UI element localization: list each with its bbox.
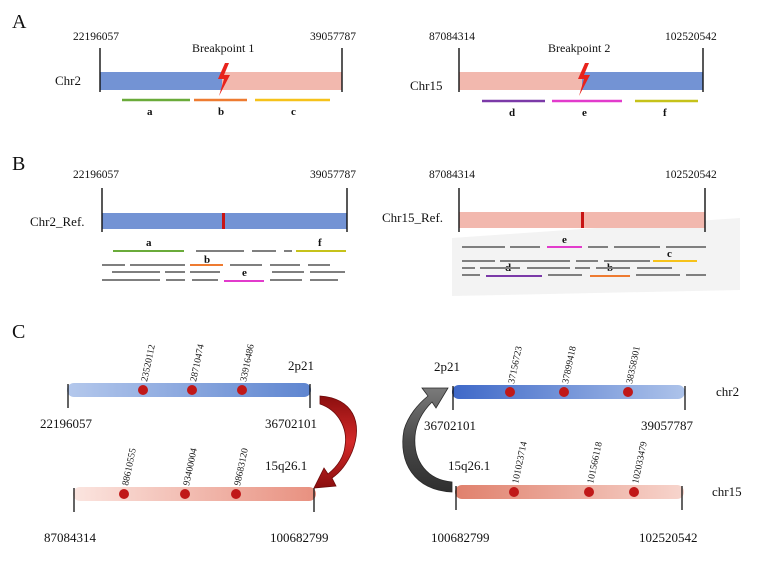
panel-label-a: A bbox=[12, 11, 27, 33]
chr15-ref-breakpoint-marker bbox=[581, 212, 584, 228]
lightning-bolt-icon bbox=[218, 63, 230, 96]
marker-position: 33916486 bbox=[239, 343, 257, 382]
marker-position: 37156723 bbox=[507, 345, 525, 384]
right-chr15-end: 102520542 bbox=[639, 530, 698, 545]
marker-dot bbox=[509, 487, 519, 497]
right-chr15-label: chr15 bbox=[712, 484, 742, 499]
read-f-label: f bbox=[318, 237, 322, 249]
right-chr15-start: 100682799 bbox=[431, 530, 490, 545]
left-chr15-start: 87084314 bbox=[44, 530, 97, 545]
read-e-label: e bbox=[562, 234, 567, 246]
chr2-pink-segment bbox=[222, 72, 342, 90]
read-b-label: b bbox=[204, 254, 210, 266]
chr15-end: 102520542 bbox=[665, 31, 717, 43]
chr15-pink-segment bbox=[459, 72, 582, 90]
segment-f-label: f bbox=[663, 107, 667, 119]
chr15-blue-segment bbox=[582, 72, 703, 90]
chr2-label: Chr2 bbox=[55, 73, 81, 88]
marker-position: 102033479 bbox=[631, 440, 650, 484]
marker-dot bbox=[623, 387, 633, 397]
marker-dot bbox=[231, 489, 241, 499]
chr15-ref-start: 87084314 bbox=[429, 169, 475, 181]
right-chr2-label: chr2 bbox=[716, 384, 739, 399]
left-band-15q26: 15q26.1 bbox=[265, 458, 307, 473]
chr15-label: Chr15 bbox=[410, 78, 443, 93]
segment-b-label: b bbox=[218, 106, 224, 118]
marker-dot bbox=[629, 487, 639, 497]
chr15-ref-end: 102520542 bbox=[665, 169, 717, 181]
right-chr15-bar bbox=[455, 485, 684, 499]
left-chr2-start: 22196057 bbox=[40, 416, 93, 431]
lightning-bolt-icon bbox=[578, 63, 590, 96]
breakpoint-2-label: Breakpoint 2 bbox=[548, 41, 610, 55]
marker-position: 98683120 bbox=[233, 447, 251, 486]
marker-position: 23520112 bbox=[140, 343, 158, 382]
chr2-end: 39057787 bbox=[310, 31, 356, 43]
chr2-ref-breakpoint-marker bbox=[222, 213, 225, 229]
left-chr2-end: 36702101 bbox=[265, 416, 317, 431]
marker-position: 28710474 bbox=[189, 343, 207, 382]
chr2-read-pileup bbox=[102, 250, 346, 282]
segment-e-label: e bbox=[582, 107, 587, 119]
marker-dot bbox=[119, 489, 129, 499]
right-chr2-start: 36702101 bbox=[424, 418, 476, 433]
breakpoint-1-label: Breakpoint 1 bbox=[192, 41, 254, 55]
chr2-ref-end: 39057787 bbox=[310, 169, 356, 181]
left-band-2p21: 2p21 bbox=[288, 358, 314, 373]
chr15-ref-label: Chr15_Ref. bbox=[382, 210, 443, 225]
marker-position: 93400004 bbox=[182, 447, 200, 486]
marker-dot bbox=[559, 387, 569, 397]
segment-a-label: a bbox=[147, 106, 153, 118]
left-chr15-end: 100682799 bbox=[270, 530, 329, 545]
chr2-ref-start: 22196057 bbox=[73, 169, 119, 181]
left-chr15-bar bbox=[73, 487, 316, 501]
marker-position: 101566118 bbox=[586, 441, 605, 485]
marker-position: 38358301 bbox=[625, 345, 643, 384]
segment-d-label: d bbox=[509, 107, 515, 119]
curved-arrow-icon bbox=[402, 387, 453, 493]
marker-position: 88610555 bbox=[121, 447, 139, 486]
panel-label-c: C bbox=[12, 321, 25, 343]
marker-position: 101023714 bbox=[511, 440, 530, 484]
reads-backdrop bbox=[452, 218, 740, 296]
read-a-label: a bbox=[146, 237, 152, 249]
read-e-label: e bbox=[242, 267, 247, 279]
marker-position: 37899418 bbox=[561, 345, 579, 384]
right-band-2p21: 2p21 bbox=[434, 359, 460, 374]
read-c-label: c bbox=[667, 248, 672, 260]
marker-dot bbox=[505, 387, 515, 397]
curved-arrow-icon bbox=[313, 395, 357, 489]
chr2-ref-label: Chr2_Ref. bbox=[30, 214, 85, 229]
chr2-start: 22196057 bbox=[73, 31, 119, 43]
marker-dot bbox=[237, 385, 247, 395]
chr15-start: 87084314 bbox=[429, 31, 475, 43]
marker-dot bbox=[584, 487, 594, 497]
chr15-read-pileup bbox=[462, 246, 706, 277]
chr2-blue-segment bbox=[100, 72, 222, 90]
segment-c-label: c bbox=[291, 106, 296, 118]
right-band-15q26: 15q26.1 bbox=[448, 458, 490, 473]
marker-dot bbox=[180, 489, 190, 499]
marker-dot bbox=[138, 385, 148, 395]
right-chr2-end: 39057787 bbox=[641, 418, 694, 433]
marker-dot bbox=[187, 385, 197, 395]
panel-label-b: B bbox=[12, 153, 25, 175]
